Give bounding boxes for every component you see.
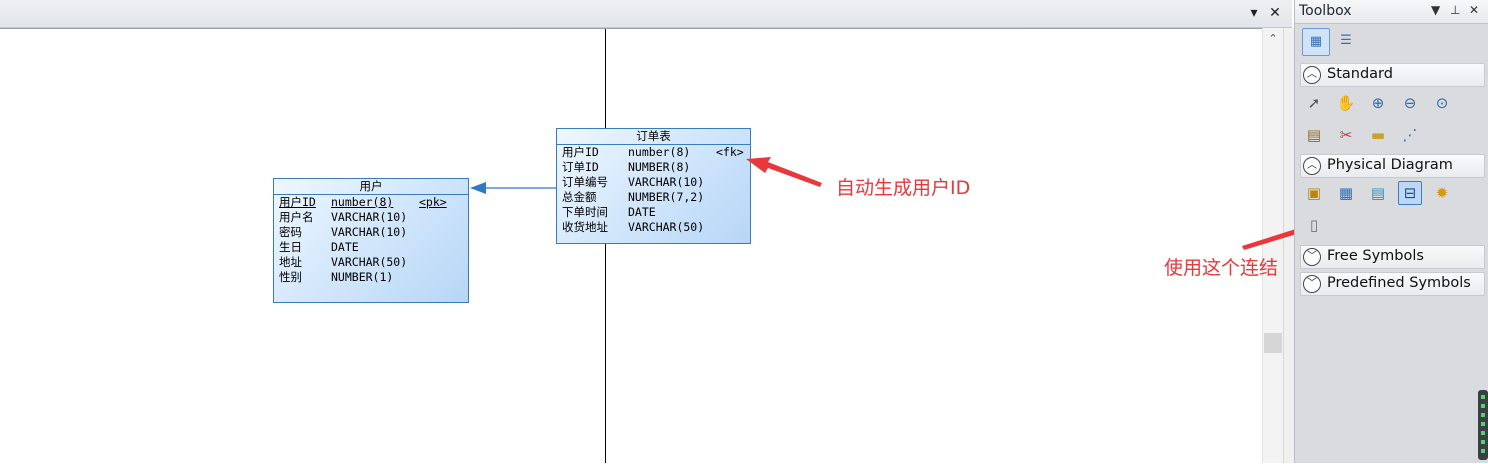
zoom-fit-icon[interactable]: ⊙ <box>1435 94 1449 112</box>
column-name: 性别 <box>279 270 302 284</box>
table-column-row[interactable]: 下单时间 DATE <box>557 205 750 220</box>
table-column-row[interactable]: 生日 DATE <box>274 240 468 255</box>
toolbox-pin-icon[interactable]: ⊥ <box>1450 3 1461 17</box>
large-icons-view-icon[interactable]: ▦ <box>1302 28 1330 56</box>
cut-scissors-icon[interactable]: ✂ <box>1339 126 1353 144</box>
user-table-title: 用户 <box>274 179 468 195</box>
table-column-row[interactable]: 收货地址 VARCHAR(50) <box>557 220 750 235</box>
column-key: <fk> <box>716 145 744 159</box>
vertical-scrollbar[interactable]: ⌃ <box>1262 28 1283 463</box>
view-icon[interactable]: ▤ <box>1370 184 1386 202</box>
user-table-columns: 用户ID number(8) <pk> 用户名 VARCHAR(10) 密码 VARCHAR… <box>274 195 468 285</box>
scrollbar-thumb[interactable] <box>1264 333 1282 353</box>
link-tool-icon[interactable]: ⋰ <box>1402 126 1418 144</box>
column-name: 用户名 <box>279 210 314 224</box>
column-type: VARCHAR(50) <box>628 220 705 234</box>
expand-chevron-icon: ﹀ <box>1303 248 1321 266</box>
column-type: number(8) <box>331 195 394 209</box>
table-column-row[interactable]: 用户ID number(8) <pk> <box>274 195 468 210</box>
diagram-canvas[interactable] <box>0 28 1262 464</box>
window-menu-dropdown-icon[interactable]: ▾ <box>1250 5 1258 21</box>
section-free-symbols-header[interactable]: ﹀ Free Symbols <box>1300 245 1485 269</box>
collapse-chevron-icon: ︿ <box>1303 157 1321 175</box>
column-name: 下单时间 <box>562 205 608 219</box>
column-type: number(8) <box>628 145 691 159</box>
column-name: 密码 <box>279 225 302 239</box>
column-name: 生日 <box>279 240 302 254</box>
section-predefined-symbols-label: Predefined Symbols <box>1327 275 1471 291</box>
note-icon[interactable]: ▬ <box>1370 126 1386 144</box>
grabber-hand-icon[interactable]: ✋ <box>1336 94 1356 112</box>
column-name: 地址 <box>279 255 302 269</box>
table-column-row[interactable]: 用户ID number(8) <fk> <box>557 145 750 160</box>
column-type: DATE <box>331 240 359 254</box>
scroll-up-icon[interactable]: ⌃ <box>1268 32 1278 45</box>
annotation-auto-fk: 自动生成用户ID <box>836 177 971 199</box>
column-type: NUMBER(1) <box>331 270 394 284</box>
column-key: <pk> <box>419 195 447 209</box>
table-column-row[interactable]: 订单ID NUMBER(8) <box>557 160 750 175</box>
section-physical-diagram-label: Physical Diagram <box>1327 157 1453 173</box>
window-close-icon[interactable]: ✕ <box>1269 5 1281 21</box>
section-standard-label: Standard <box>1327 66 1393 82</box>
file-icon[interactable]: ▯ <box>1309 216 1319 234</box>
table-column-row[interactable]: 总金额 NUMBER(7,2) <box>557 190 750 205</box>
package-icon[interactable]: ▣ <box>1306 184 1322 202</box>
section-physical-diagram-header[interactable]: ︿ Physical Diagram <box>1300 154 1485 178</box>
column-name: 用户ID <box>279 195 316 209</box>
toolbox-menu-dropdown-icon[interactable]: ▼ <box>1431 3 1441 17</box>
toolbox-title: Toolbox <box>1299 3 1352 19</box>
pointer-tool-icon[interactable]: ➚ <box>1307 94 1321 112</box>
table-column-row[interactable]: 性别 NUMBER(1) <box>274 270 468 285</box>
column-type: VARCHAR(10) <box>331 225 408 239</box>
table-column-row[interactable]: 用户名 VARCHAR(10) <box>274 210 468 225</box>
column-type: VARCHAR(10) <box>331 210 408 224</box>
procedure-gear-icon[interactable]: ✹ <box>1435 184 1449 202</box>
section-predefined-symbols-header[interactable]: ﹀ Predefined Symbols <box>1300 272 1485 296</box>
toolbox-panel: Toolbox ▼ ⊥ ✕ ▦ ☰ ︿ Standard ➚ ✋ ⊕ ⊖ ⊙ ▤… <box>1294 0 1488 463</box>
table-column-row[interactable]: 地址 VARCHAR(50) <box>274 255 468 270</box>
column-name: 总金额 <box>562 190 597 204</box>
zoom-out-icon[interactable]: ⊖ <box>1403 94 1417 112</box>
order-table-entity[interactable]: 订单表 用户ID number(8) <fk> 订单ID NUMBER(8) 订单编号 VA… <box>556 128 751 244</box>
toolbox-titlebar: Toolbox ▼ ⊥ ✕ <box>1295 0 1488 24</box>
column-type: DATE <box>628 205 656 219</box>
reference-link-icon[interactable]: ⊟ <box>1398 181 1422 205</box>
annotation-use-link: 使用这个连结 <box>1164 257 1279 279</box>
user-table-entity[interactable]: 用户 用户ID number(8) <pk> 用户名 VARCHAR(10) 密码 VARC… <box>273 178 469 303</box>
column-type: NUMBER(8) <box>628 160 691 174</box>
properties-icon[interactable]: ▤ <box>1306 126 1322 144</box>
toolbox-close-icon[interactable]: ✕ <box>1469 3 1480 17</box>
list-view-icon[interactable]: ☰ <box>1340 33 1352 48</box>
column-name: 收货地址 <box>562 220 608 234</box>
table-icon[interactable]: ▦ <box>1338 184 1354 202</box>
section-free-symbols-label: Free Symbols <box>1327 248 1424 264</box>
section-standard-header[interactable]: ︿ Standard <box>1300 63 1485 87</box>
panel-grip-handle[interactable] <box>1478 390 1488 460</box>
column-name: 订单编号 <box>562 175 608 189</box>
column-type: VARCHAR(10) <box>628 175 705 189</box>
diagram-window-titlebar: ▾ ✕ <box>0 0 1292 28</box>
column-type: VARCHAR(50) <box>331 255 408 269</box>
table-column-row[interactable]: 订单编号 VARCHAR(10) <box>557 175 750 190</box>
table-column-row[interactable]: 密码 VARCHAR(10) <box>274 225 468 240</box>
expand-chevron-icon: ﹀ <box>1303 275 1321 293</box>
column-name: 订单ID <box>562 160 599 174</box>
page-boundary-line <box>605 29 606 463</box>
collapse-chevron-icon: ︿ <box>1303 66 1321 84</box>
order-table-columns: 用户ID number(8) <fk> 订单ID NUMBER(8) 订单编号 VARCHA… <box>557 145 750 235</box>
zoom-in-icon[interactable]: ⊕ <box>1371 94 1385 112</box>
order-table-title: 订单表 <box>557 129 750 145</box>
column-name: 用户ID <box>562 145 599 159</box>
column-type: NUMBER(7,2) <box>628 190 705 204</box>
